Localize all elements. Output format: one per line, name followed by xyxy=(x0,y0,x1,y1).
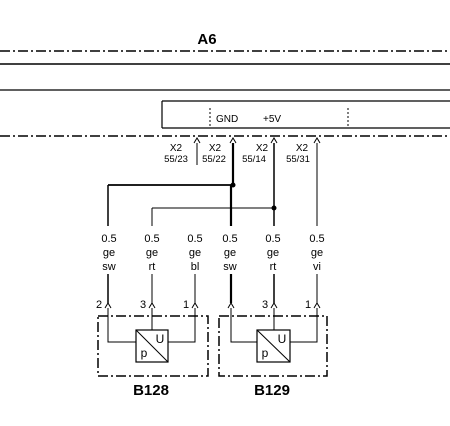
connector-2: X2 55/22 xyxy=(202,143,226,165)
pin-number: 3 xyxy=(140,299,146,311)
sensor-b129-symbol: p U xyxy=(256,329,291,363)
pin-number: 3 xyxy=(262,299,268,311)
svg-text:ge: ge xyxy=(224,247,236,259)
svg-text:55/14: 55/14 xyxy=(242,154,266,165)
pin-number: 1 xyxy=(183,299,189,311)
svg-text:bl: bl xyxy=(191,261,200,273)
svg-text:0.5: 0.5 xyxy=(309,233,324,245)
wire-label-4: 0.5 ge sw xyxy=(222,233,237,273)
svg-text:X2: X2 xyxy=(296,143,309,154)
pin-label-gnd: GND xyxy=(216,114,238,125)
sensor-b129-label: B129 xyxy=(254,382,290,399)
wire-gnd-trunk xyxy=(107,143,235,226)
svg-text:sw: sw xyxy=(223,261,237,273)
pressure-symbol: p xyxy=(141,346,148,360)
voltage-symbol: U xyxy=(278,332,287,346)
svg-text:sw: sw xyxy=(102,261,116,273)
svg-text:ge: ge xyxy=(146,247,158,259)
svg-text:X2: X2 xyxy=(209,143,222,154)
svg-text:X2: X2 xyxy=(170,143,183,154)
connector-4: X2 55/31 xyxy=(286,143,310,165)
svg-text:rt: rt xyxy=(149,261,156,273)
wire-label-2: 0.5 ge rt xyxy=(144,233,159,273)
svg-text:0.5: 0.5 xyxy=(187,233,202,245)
svg-text:vi: vi xyxy=(313,261,321,273)
connector-3: X2 55/14 xyxy=(242,143,268,165)
junction-5v xyxy=(271,205,277,211)
sensor-b128-symbol: p U xyxy=(135,329,169,363)
sensor-b128-label: B128 xyxy=(133,382,169,399)
svg-text:0.5: 0.5 xyxy=(222,233,237,245)
wire-label-1: 0.5 ge sw xyxy=(101,233,116,273)
svg-text:rt: rt xyxy=(270,261,277,273)
pin-number: 2 xyxy=(96,299,102,311)
svg-text:55/23: 55/23 xyxy=(164,154,188,165)
svg-text:ge: ge xyxy=(103,247,115,259)
svg-text:0.5: 0.5 xyxy=(144,233,159,245)
wire-5v-trunk xyxy=(151,143,275,226)
sensor-b129-internal-wiring xyxy=(230,308,318,343)
svg-text:0.5: 0.5 xyxy=(101,233,116,245)
sensor-pin-symbols xyxy=(104,302,321,309)
pin-number: 1 xyxy=(305,299,311,311)
svg-text:55/31: 55/31 xyxy=(286,154,310,165)
module-title: A6 xyxy=(197,31,216,48)
module-pin-symbols xyxy=(193,137,321,144)
wire-label-5: 0.5 ge rt xyxy=(265,233,280,273)
sensor-b128-boundary xyxy=(97,315,209,377)
wire-label-6: 0.5 ge vi xyxy=(309,233,324,273)
svg-text:X2: X2 xyxy=(256,143,269,154)
junction-gnd xyxy=(230,182,236,188)
svg-text:ge: ge xyxy=(189,247,201,259)
module-inner-block xyxy=(161,100,450,129)
pressure-symbol: p xyxy=(262,346,269,360)
wire-label-3: 0.5 ge bl xyxy=(187,233,202,273)
sensor-b129-boundary xyxy=(218,315,328,377)
sensor-b128-internal-wiring xyxy=(107,308,196,343)
wires-lower xyxy=(107,274,318,303)
svg-text:ge: ge xyxy=(267,247,279,259)
pin-label-5v: +5V xyxy=(263,114,281,125)
svg-text:0.5: 0.5 xyxy=(265,233,280,245)
svg-text:ge: ge xyxy=(311,247,323,259)
connector-1: X2 55/23 xyxy=(164,143,188,165)
voltage-symbol: U xyxy=(156,332,165,346)
svg-text:55/22: 55/22 xyxy=(202,154,226,165)
